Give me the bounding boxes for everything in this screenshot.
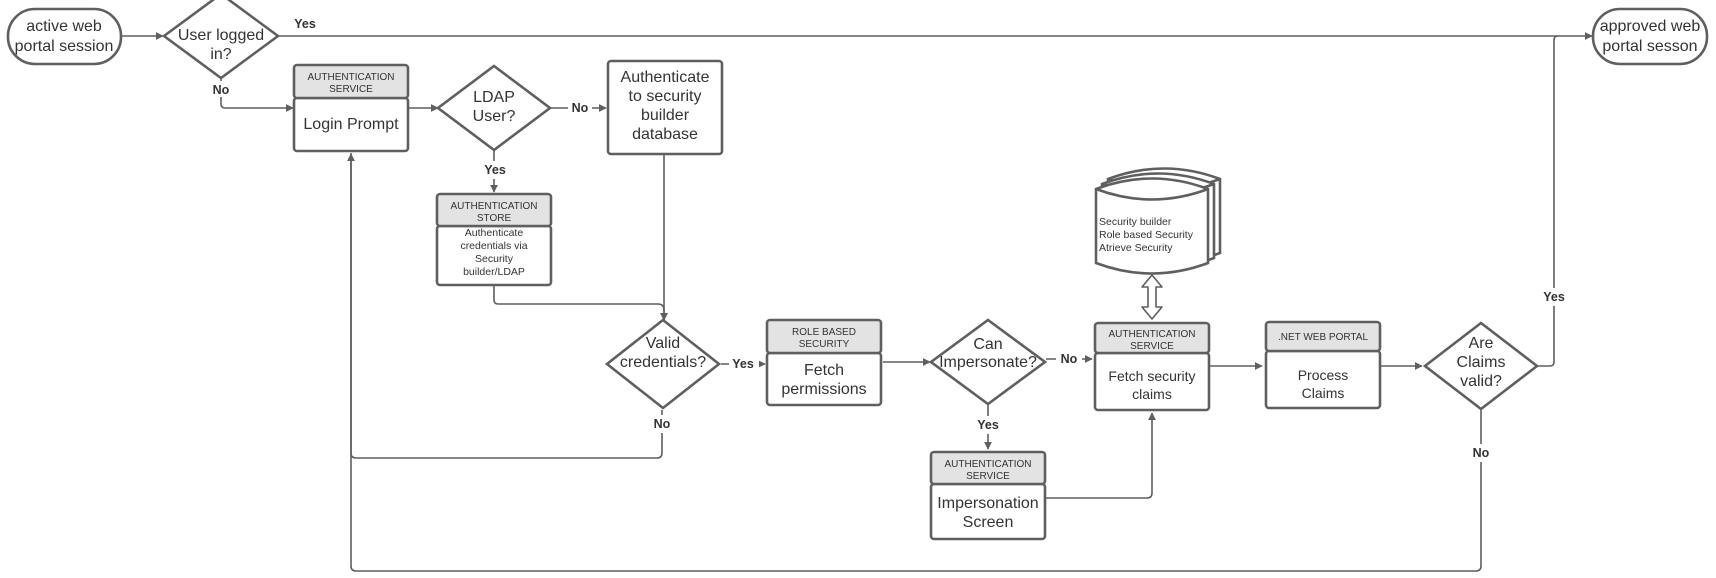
- edge-labels: Yes No No Yes Yes No No Yes Yes No: [208, 15, 1569, 462]
- process-authenticate-database: Authenticate to security builder databas…: [606, 59, 724, 156]
- process-fetch-security-claims: AUTHENTICATION SERVICE Fetch security cl…: [1093, 321, 1211, 412]
- edge-impersonation-to-claims: [1041, 412, 1156, 499]
- process-authentication-store-line-4: builder/LDAP: [463, 266, 525, 278]
- terminal-start-line-1: active web: [26, 18, 102, 35]
- decision-user-logged-in-line-2: in?: [210, 46, 231, 63]
- decision-valid-credentials-line-1: Valid: [646, 335, 680, 352]
- decision-ldap-user-line-1: LDAP: [473, 89, 515, 106]
- process-process-claims: .NET WEB PORTAL Process Claims: [1264, 320, 1382, 410]
- edge-label-claims-no: No: [1473, 446, 1490, 460]
- process-impersonation-screen-line-1: Impersonation: [937, 495, 1038, 512]
- edge-label-logged-in-yes: Yes: [294, 17, 316, 31]
- process-authentication-store-line-3: Security: [475, 253, 514, 265]
- decision-user-logged-in: User logged in?: [161, 0, 281, 80]
- process-fetch-security-claims-line-2: claims: [1132, 386, 1172, 402]
- edge-label-valid-no: No: [654, 417, 671, 431]
- process-impersonation-screen-header-2: SERVICE: [966, 471, 1010, 482]
- process-authentication-store: AUTHENTICATION STORE Authenticate creden…: [435, 192, 553, 287]
- process-fetch-security-claims-line-1: Fetch security: [1108, 368, 1195, 384]
- process-fetch-permissions-line-1: Fetch: [804, 362, 844, 379]
- process-fetch-security-claims-header-1: AUTHENTICATION: [1108, 329, 1195, 340]
- process-authenticate-database-line-4: database: [632, 126, 698, 143]
- decision-can-impersonate: Can Impersonate?: [928, 318, 1048, 406]
- process-authentication-store-header-1: AUTHENTICATION: [450, 201, 537, 212]
- process-fetch-permissions-header-1: ROLE BASED: [792, 327, 856, 338]
- terminal-end: approved web portal sesson: [1591, 7, 1709, 66]
- process-fetch-security-claims-header-2: SERVICE: [1130, 341, 1174, 352]
- process-process-claims-line-2: Claims: [1302, 385, 1345, 401]
- terminal-start: active web portal session: [6, 7, 123, 66]
- decision-can-impersonate-line-2: Impersonate?: [939, 354, 1037, 371]
- terminal-start-line-2: portal session: [15, 38, 114, 55]
- decision-claims-valid-line-2: Claims: [1457, 354, 1506, 371]
- edge-logged-in-no: [220, 79, 294, 112]
- decision-valid-credentials-line-2: credentials?: [620, 354, 706, 371]
- process-fetch-permissions: ROLE BASED SECURITY Fetch permissions: [765, 318, 883, 407]
- process-process-claims-line-1: Process: [1298, 367, 1349, 383]
- process-authenticate-database-line-3: builder: [641, 107, 690, 124]
- process-authenticate-database-line-2: to security: [629, 88, 702, 105]
- datastore-security-databases: Security builder Role based Security Atr…: [1094, 167, 1222, 275]
- decision-claims-valid-line-1: Are: [1469, 335, 1494, 352]
- datastore-line-3: Atrieve Security: [1099, 242, 1173, 254]
- terminal-end-line-1: approved web: [1600, 18, 1701, 35]
- terminal-end-line-2: portal sesson: [1602, 38, 1697, 55]
- process-login-prompt: AUTHENTICATION SERVICE Login Prompt: [292, 63, 410, 153]
- datastore-line-2: Role based Security: [1099, 229, 1194, 241]
- decision-claims-valid: Are Claims valid?: [1422, 321, 1540, 411]
- process-process-claims-header: .NET WEB PORTAL: [1278, 332, 1368, 343]
- edge-claims-valid-yes: [1537, 35, 1559, 367]
- bidirectional-arrow-icon: [1141, 274, 1163, 320]
- edge-label-ldap-yes: Yes: [484, 163, 506, 177]
- process-authentication-store-line-2: credentials via: [460, 240, 527, 252]
- decision-can-impersonate-line-1: Can: [973, 336, 1002, 353]
- process-impersonation-screen-header-1: AUTHENTICATION: [944, 459, 1031, 470]
- process-authenticate-database-line-1: Authenticate: [621, 69, 710, 86]
- edge-label-valid-yes: Yes: [732, 357, 754, 371]
- process-fetch-permissions-line-2: permissions: [781, 381, 866, 398]
- edge-label-impersonate-no: No: [1061, 352, 1078, 366]
- process-authentication-store-header-2: STORE: [477, 213, 512, 224]
- edge-store-to-valid: [493, 286, 668, 321]
- process-authentication-store-line-1: Authenticate: [465, 227, 524, 239]
- edge-label-ldap-no: No: [572, 101, 589, 115]
- decision-ldap-user-line-2: User?: [473, 108, 516, 125]
- datastore-line-1: Security builder: [1099, 216, 1172, 228]
- process-login-prompt-header-1: AUTHENTICATION: [307, 72, 394, 83]
- decision-ldap-user: LDAP User?: [435, 64, 553, 152]
- process-fetch-permissions-header-2: SECURITY: [799, 339, 850, 350]
- process-impersonation-screen: AUTHENTICATION SERVICE Impersonation Scr…: [929, 450, 1047, 541]
- edge-claims-valid-no: [350, 153, 1482, 572]
- decision-claims-valid-line-3: valid?: [1460, 373, 1502, 390]
- decision-valid-credentials: Valid credentials?: [604, 318, 722, 410]
- edge-label-impersonate-yes: Yes: [977, 418, 999, 432]
- decision-user-logged-in-line-1: User logged: [178, 27, 264, 44]
- process-login-prompt-header-2: SERVICE: [329, 84, 373, 95]
- edge-label-claims-yes: Yes: [1543, 290, 1565, 304]
- process-login-prompt-body: Login Prompt: [303, 116, 399, 133]
- process-impersonation-screen-line-2: Screen: [963, 514, 1014, 531]
- edge-label-logged-in-no: No: [213, 83, 230, 97]
